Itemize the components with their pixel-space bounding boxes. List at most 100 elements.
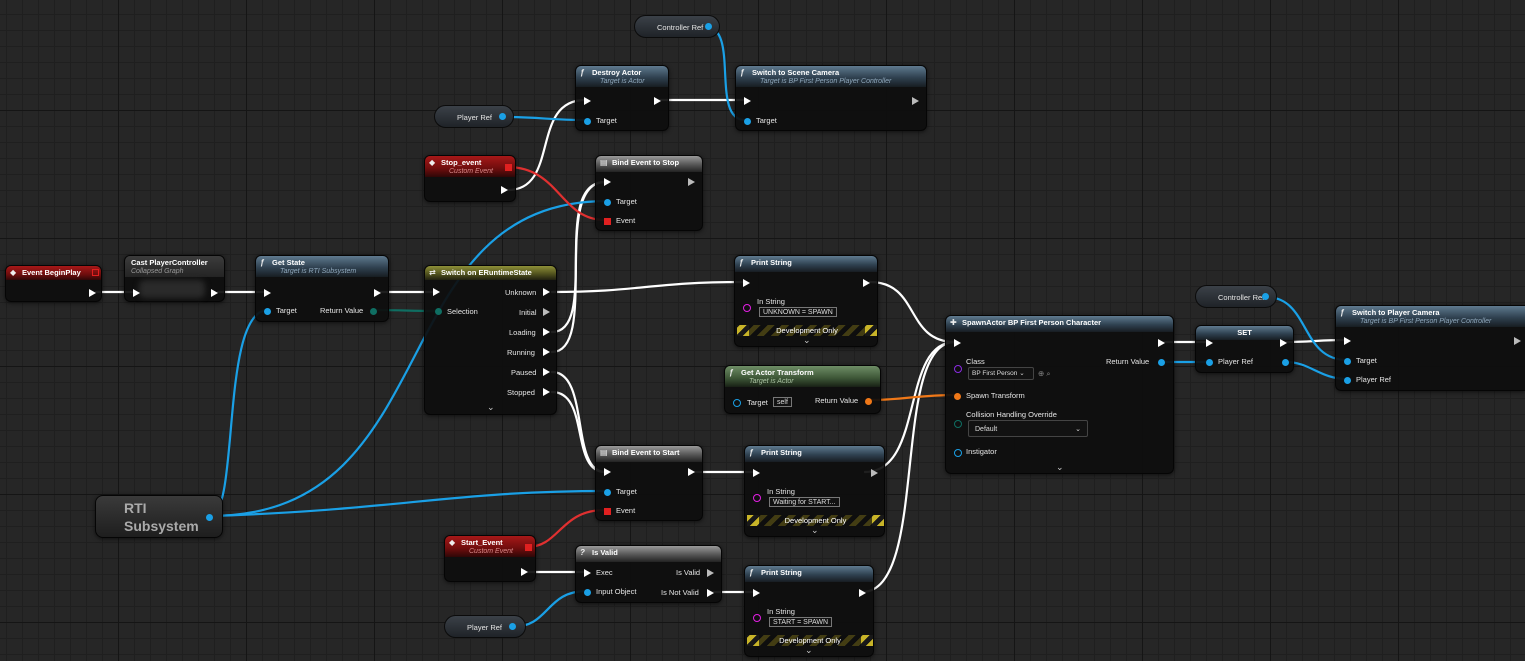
controller-ref-getter[interactable]: Controller Ref: [1195, 285, 1277, 308]
rti-subsystem-node[interactable]: RTI Subsystem: [95, 495, 223, 538]
bind-event-to-start-node[interactable]: ▤ Bind Event to Start Target Event: [595, 445, 703, 521]
paused-exec-pin[interactable]: [543, 368, 550, 376]
exec-in-pin[interactable]: [133, 289, 140, 297]
switch-on-eruntimestate-node[interactable]: ⇄ Switch on ERuntimeState Selection Unkn…: [424, 265, 557, 415]
in-string-pin[interactable]: [753, 614, 761, 622]
rti-subsystem-output-pin[interactable]: [206, 514, 213, 521]
exec-in-pin[interactable]: [1206, 339, 1213, 347]
stopped-exec-pin[interactable]: [543, 388, 550, 396]
collision-dropdown[interactable]: Default⌄: [968, 420, 1088, 437]
exec-in-pin[interactable]: [753, 469, 760, 477]
target-pin[interactable]: [584, 118, 591, 125]
return-value-pin[interactable]: [1158, 359, 1165, 366]
exec-out-pin[interactable]: [1514, 337, 1521, 345]
chevron-down-icon[interactable]: ⌄: [1056, 462, 1064, 472]
chevron-down-icon[interactable]: ⌄: [811, 525, 819, 535]
player-ref-getter[interactable]: Player Ref: [444, 615, 526, 638]
chevron-down-icon[interactable]: ⌄: [805, 645, 813, 655]
stop-event-node[interactable]: ◆ Stop_event Custom Event: [424, 155, 516, 202]
exec-in-pin[interactable]: [743, 279, 750, 287]
input-object-pin[interactable]: [584, 589, 591, 596]
set-player-ref-node[interactable]: SET Player Ref: [1195, 325, 1294, 373]
unknown-exec-pin[interactable]: [543, 288, 550, 296]
exec-out-pin[interactable]: [859, 589, 866, 597]
exec-out-pin[interactable]: [863, 279, 870, 287]
is-not-valid-exec-pin[interactable]: [707, 589, 714, 597]
exec-in-pin[interactable]: [1344, 337, 1351, 345]
delegate-out-pin[interactable]: [525, 544, 532, 551]
in-string-input[interactable]: Waiting for START...: [769, 497, 840, 507]
exec-out-pin[interactable]: [89, 289, 96, 297]
initial-exec-pin[interactable]: [543, 308, 550, 316]
exec-out-pin[interactable]: [521, 568, 528, 576]
selection-pin[interactable]: [435, 308, 442, 315]
exec-in-pin[interactable]: [604, 468, 611, 476]
browse-icon[interactable]: ⊕ ⌕: [1038, 369, 1051, 378]
exec-in-pin[interactable]: [584, 97, 591, 105]
class-pin[interactable]: [954, 365, 962, 373]
exec-in-pin[interactable]: [584, 569, 591, 577]
player-ref-getter[interactable]: Player Ref: [434, 105, 514, 128]
is-valid-exec-pin[interactable]: [707, 569, 714, 577]
exec-out-pin[interactable]: [654, 97, 661, 105]
controller-ref-getter[interactable]: Controller Ref: [634, 15, 720, 38]
start-event-node[interactable]: ◆ Start_Event Custom Event: [444, 535, 536, 582]
event-beginplay-node[interactable]: ◆ Event BeginPlay: [5, 265, 102, 302]
print-string-waiting-node[interactable]: ƒ Print String In String Waiting for STA…: [744, 445, 885, 537]
target-pin[interactable]: [604, 489, 611, 496]
player-ref-output-pin[interactable]: [499, 113, 506, 120]
get-actor-transform-node[interactable]: ƒ Get Actor Transform Target is Actor Ta…: [724, 365, 881, 414]
exec-in-pin[interactable]: [744, 97, 751, 105]
switch-to-scene-camera-node[interactable]: ƒ Switch to Scene Camera Target is BP Fi…: [735, 65, 927, 131]
delegate-out-pin[interactable]: [92, 269, 99, 276]
return-value-pin[interactable]: [865, 398, 872, 405]
exec-out-pin[interactable]: [912, 97, 919, 105]
target-pin[interactable]: [1344, 358, 1351, 365]
print-string-unknown-node[interactable]: ƒ Print String In String UNKNOWN = SPAWN…: [734, 255, 878, 347]
player-ref-pin[interactable]: [1344, 377, 1351, 384]
exec-out-pin[interactable]: [374, 289, 381, 297]
exec-in-pin[interactable]: [433, 288, 440, 296]
target-pin[interactable]: [264, 308, 271, 315]
exec-out-pin[interactable]: [1280, 339, 1287, 347]
exec-in-pin[interactable]: [604, 178, 611, 186]
destroy-actor-node[interactable]: ƒ Destroy Actor Target is Actor Target: [575, 65, 669, 131]
exec-out-pin[interactable]: [688, 178, 695, 186]
loading-exec-pin[interactable]: [543, 328, 550, 336]
in-string-input[interactable]: START = SPAWN: [769, 617, 833, 627]
running-exec-pin[interactable]: [543, 348, 550, 356]
player-ref-out-pin[interactable]: [1282, 359, 1289, 366]
class-dropdown[interactable]: BP First Person ⌄: [968, 367, 1034, 380]
exec-out-pin[interactable]: [1158, 339, 1165, 347]
spawn-transform-pin[interactable]: [954, 393, 961, 400]
bind-event-to-stop-node[interactable]: ▤ Bind Event to Stop Target Event: [595, 155, 703, 231]
collision-pin[interactable]: [954, 420, 962, 428]
exec-out-pin[interactable]: [871, 469, 878, 477]
chevron-down-icon[interactable]: ⌄: [803, 335, 811, 345]
is-valid-node[interactable]: ? Is Valid Exec Is Valid Input Object Is…: [575, 545, 722, 603]
controller-ref-output-pin[interactable]: [1262, 293, 1269, 300]
event-pin[interactable]: [604, 218, 611, 225]
in-string-input[interactable]: UNKNOWN = SPAWN: [759, 307, 837, 317]
return-value-pin[interactable]: [370, 308, 377, 315]
switch-to-player-camera-node[interactable]: ƒ Switch to Player Camera Target is BP F…: [1335, 305, 1525, 391]
in-string-pin[interactable]: [753, 494, 761, 502]
instigator-pin[interactable]: [954, 449, 962, 457]
chevron-down-icon[interactable]: ⌄: [487, 402, 495, 412]
exec-in-pin[interactable]: [954, 339, 961, 347]
cast-playercontroller-node[interactable]: Cast PlayerController Collapsed Graph: [124, 255, 225, 302]
player-ref-output-pin[interactable]: [509, 623, 516, 630]
target-pin[interactable]: [604, 199, 611, 206]
exec-in-pin[interactable]: [753, 589, 760, 597]
exec-out-pin[interactable]: [211, 289, 218, 297]
target-self-input[interactable]: self: [773, 397, 792, 407]
exec-out-pin[interactable]: [501, 186, 508, 194]
controller-ref-output-pin[interactable]: [705, 23, 712, 30]
target-pin[interactable]: [733, 399, 741, 407]
exec-in-pin[interactable]: [264, 289, 271, 297]
delegate-out-pin[interactable]: [505, 164, 512, 171]
event-pin[interactable]: [604, 508, 611, 515]
get-state-node[interactable]: ƒ Get State Target is RTI Subsystem Targ…: [255, 255, 389, 322]
spawnactor-node[interactable]: ✚ SpawnActor BP First Person Character C…: [945, 315, 1174, 474]
target-pin[interactable]: [744, 118, 751, 125]
